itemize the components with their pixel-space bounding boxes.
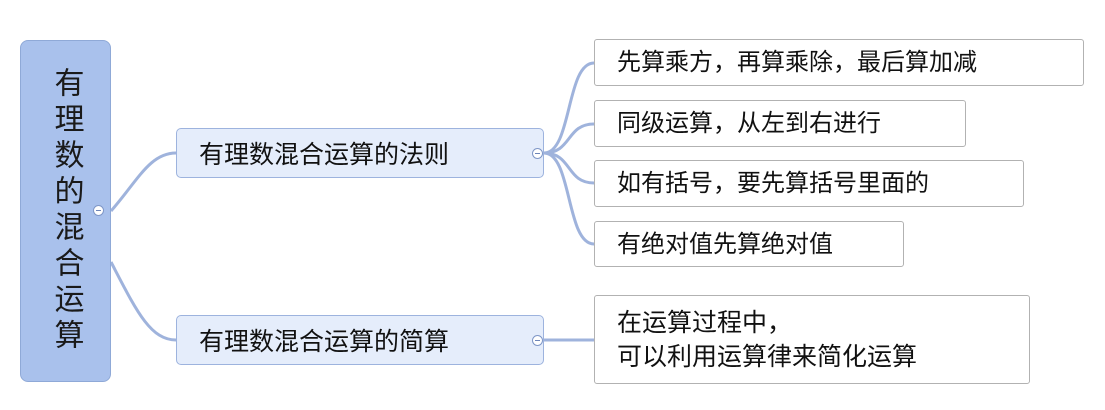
branch-topic-simplify[interactable]: 有理数混合运算的简算 [176,315,544,365]
leaf-topic[interactable]: 同级运算，从左到右进行 [594,100,966,147]
branch-simplify-collapse-icon[interactable] [532,335,543,346]
connector-root-branch-2 [109,261,177,342]
leaf-topic[interactable]: 有绝对值先算绝对值 [594,221,904,267]
leaf-topic-label: 同级运算，从左到右进行 [617,109,881,138]
branch-topic-label: 有理数混合运算的简算 [199,327,450,356]
leaf-topic-line: 在运算过程中， [617,307,793,337]
branch-rules-collapse-icon[interactable] [532,148,543,159]
leaf-topic-label: 先算乘方，再算乘除，最后算加减 [617,48,977,77]
branch-topic-rules[interactable]: 有理数混合运算的法则 [176,128,544,178]
root-collapse-icon[interactable] [93,205,104,216]
connector-branch1-leaf-2 [543,122,595,155]
leaf-topic[interactable]: 如有括号，要先算括号里面的 [594,160,1024,207]
branch-topic-label: 有理数混合运算的法则 [199,140,450,169]
connector-branch1-leaf-1 [543,61,595,155]
leaf-topic[interactable]: 在运算过程中， 可以利用运算律来简化运算 [594,295,1030,384]
root-topic[interactable]: 有理数的混合运算 [20,40,111,382]
leaf-topic-label: 有绝对值先算绝对值 [617,229,833,258]
leaf-topic-label: 如有括号，要先算括号里面的 [617,169,929,198]
connector-branch1-leaf-4 [543,151,595,246]
leaf-topic-line: 可以利用运算律来简化运算 [617,341,918,371]
root-topic-label: 有理数的混合运算 [48,67,84,355]
connector-root-branch-1 [109,151,177,212]
leaf-topic[interactable]: 先算乘方，再算乘除，最后算加减 [594,39,1084,86]
